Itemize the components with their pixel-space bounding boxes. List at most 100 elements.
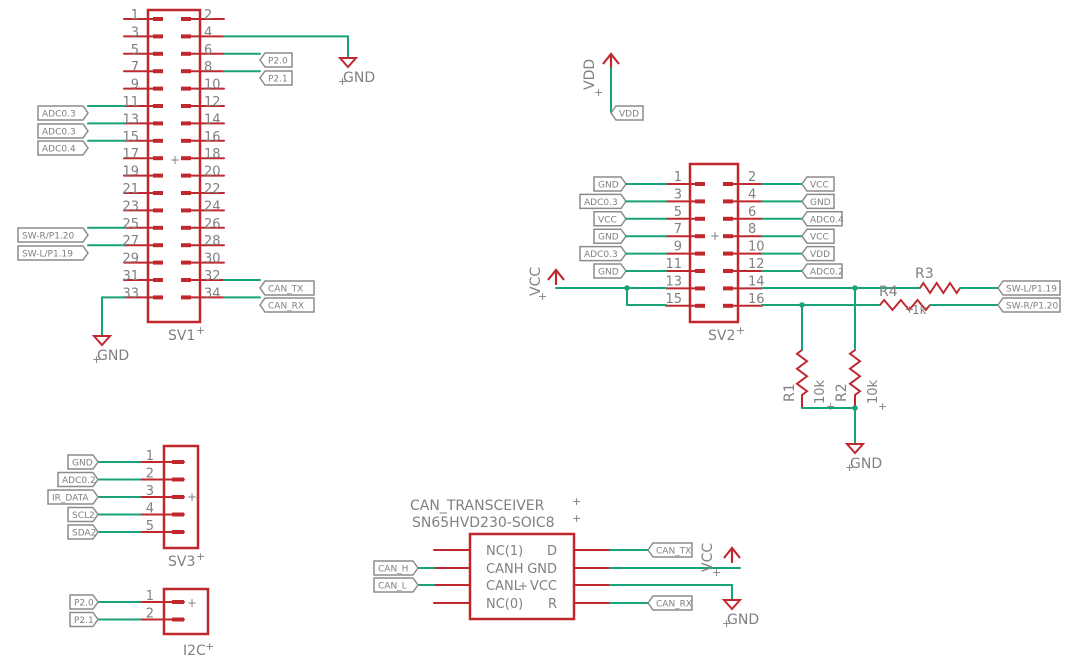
net-label-box — [593, 211, 627, 227]
net-label-text: GND — [598, 181, 619, 191]
net-label-box — [259, 297, 315, 313]
gnd-triangle — [721, 599, 743, 611]
pin-pad — [695, 303, 705, 308]
origin-mark: + — [710, 229, 720, 243]
net-label-text: VDD — [810, 250, 830, 260]
net-label-box — [647, 542, 693, 558]
net-label-can-tx: CAN_TX — [259, 280, 315, 296]
net-label-box — [37, 105, 89, 121]
net-label-box — [610, 105, 644, 121]
r4-name: R4 — [879, 284, 898, 300]
net-label-p2-0: P2.0 — [69, 594, 99, 610]
pin-pad — [153, 104, 163, 108]
r4-value: 1k — [912, 303, 927, 317]
net-label-box — [579, 245, 627, 262]
pin-pad — [181, 278, 191, 282]
net-label-can-rx: CAN_RX — [647, 595, 693, 611]
pin-pad — [153, 225, 163, 230]
net-label-text: CAN_H — [378, 565, 408, 575]
pin-number: 2 — [146, 467, 154, 482]
pin-number: 3 — [131, 25, 139, 40]
net-label-text: CAN_RX — [656, 600, 692, 610]
origin-mark: + — [92, 353, 101, 366]
origin-mark: + — [196, 324, 205, 337]
net-label-text: SCL2 — [72, 511, 95, 521]
net-label-box — [801, 228, 835, 244]
pin-pad — [181, 69, 191, 74]
pin-number: 27 — [122, 234, 139, 249]
pin-pad — [181, 295, 191, 300]
pin-pad — [153, 51, 163, 56]
pin-number: 10 — [204, 78, 221, 93]
vdd-arrow — [602, 52, 620, 70]
pin-number: 12 — [748, 257, 765, 272]
pin-number: 7 — [131, 60, 139, 75]
pin-pad — [153, 138, 163, 143]
net-label-adc0-2: ADC0.2 — [801, 263, 844, 279]
net-label-adc0-3: ADC0.3 — [37, 105, 89, 121]
resistor-zigzag — [848, 349, 862, 396]
net-label-box — [801, 211, 843, 227]
pin-number: 34 — [204, 286, 221, 301]
net-label-p2-1: P2.1 — [259, 70, 293, 86]
pin-pad — [181, 191, 191, 195]
pin-number: 4 — [146, 502, 154, 517]
pin-pad — [723, 286, 733, 291]
origin-mark: + — [187, 596, 197, 610]
net-label-adc0-2: ADC0.2 — [57, 471, 99, 488]
net-label-box — [593, 176, 627, 192]
net-label-sda2: SDA2 — [67, 524, 99, 540]
pin-number: 14 — [204, 112, 221, 127]
net-label-text: P2.1 — [74, 616, 94, 626]
net-label-box — [801, 245, 835, 262]
pin-number: 9 — [131, 78, 139, 93]
origin-mark: + — [572, 512, 581, 525]
net-label-box — [801, 193, 835, 210]
pin-number: 24 — [204, 199, 221, 214]
pin-number: 16 — [204, 130, 221, 145]
pin-number: 20 — [204, 165, 221, 180]
pin-pad — [695, 286, 705, 291]
gnd-text: GND — [727, 612, 759, 628]
can-part-name: CAN_TRANSCEIVER — [410, 498, 545, 514]
origin-mark: + — [196, 550, 205, 563]
pin-pad — [153, 17, 163, 21]
pin-number: 8 — [204, 60, 212, 75]
pin-pad — [181, 243, 191, 248]
pin-pad — [172, 617, 184, 622]
net-label-adc0-3: ADC0.3 — [37, 123, 89, 139]
net-label-box — [259, 280, 315, 296]
pin-number: 30 — [204, 252, 221, 267]
net-label-box — [259, 52, 293, 68]
vcc-arrow-can — [723, 546, 741, 564]
origin-mark: + — [722, 617, 731, 630]
pin-number: 18 — [204, 147, 221, 162]
sv1-gnd-2: +GND — [91, 335, 129, 366]
pin-pad — [172, 512, 184, 517]
pin-number: 9 — [674, 240, 682, 255]
pin-pad — [153, 34, 163, 39]
gnd-triangle — [91, 335, 113, 347]
net-label-box — [47, 489, 99, 505]
pin-number: 1 — [131, 8, 139, 23]
net-label-text: VCC — [810, 181, 829, 191]
pin-number: 21 — [122, 182, 139, 197]
pin-number: 13 — [122, 112, 139, 127]
net-label-box — [37, 140, 89, 156]
pin-number: 26 — [204, 217, 221, 232]
net-label-box — [373, 577, 419, 593]
pin-pad — [695, 269, 705, 273]
origin-mark: + — [170, 153, 180, 167]
net-label-box — [17, 227, 89, 243]
pin-pad — [153, 69, 163, 74]
net-label-box — [647, 595, 693, 611]
origin-mark: + — [518, 579, 528, 593]
net-label-box — [997, 280, 1061, 296]
net-label-p2-1: P2.1 — [69, 611, 99, 628]
net-label-sw-l-p1-19: SW-L/P1.19 — [17, 245, 89, 261]
pin-number: 12 — [204, 95, 221, 110]
net-label-text: GND — [598, 233, 619, 243]
pin-number: 6 — [748, 205, 756, 220]
